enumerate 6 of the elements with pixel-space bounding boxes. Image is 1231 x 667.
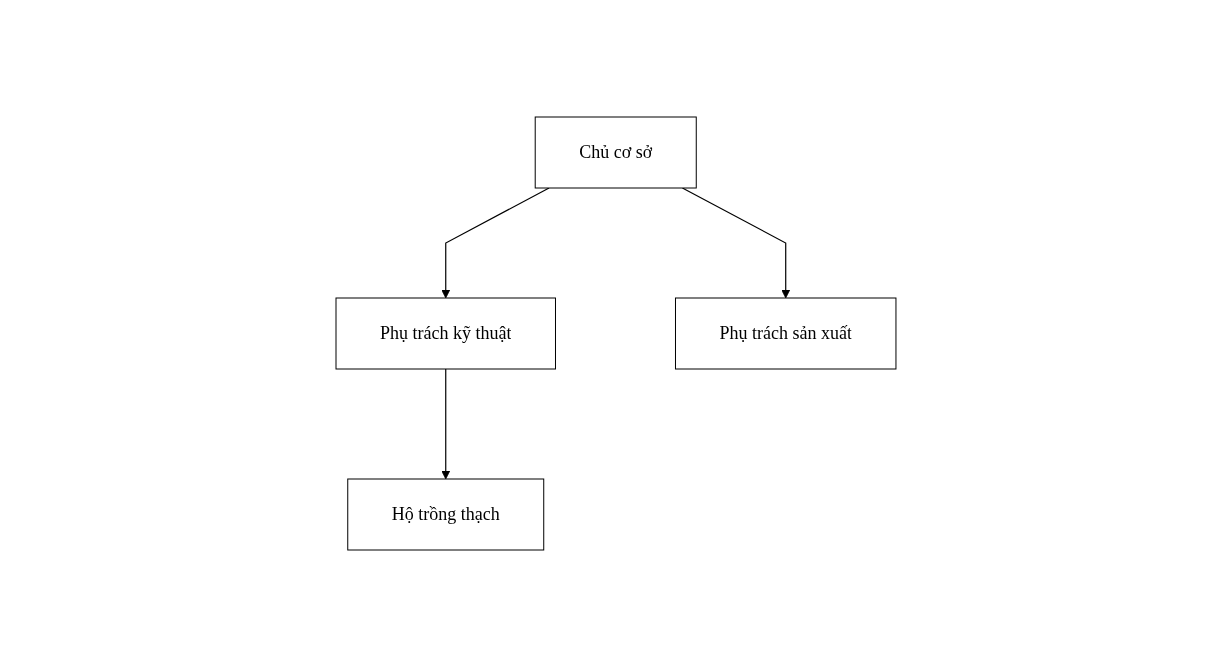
arrow xyxy=(440,187,550,299)
node-box: Phụ trách kỹ thuật xyxy=(335,297,556,370)
arrow xyxy=(440,368,450,480)
node-box: Hộ trồng thạch xyxy=(346,478,544,551)
node-box: Chủ cơ sở xyxy=(534,116,697,189)
node-box: Phụ trách sản xuất xyxy=(674,297,896,370)
